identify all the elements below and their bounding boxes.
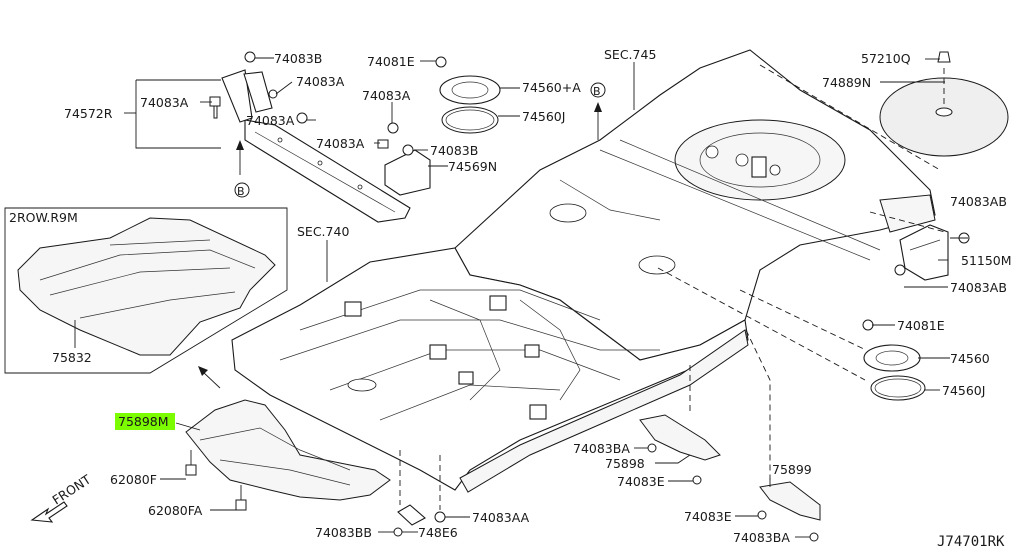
label-74083BA-2[interactable]: 74083BA xyxy=(733,530,790,545)
diagram-code: J74701RK xyxy=(937,534,1005,550)
label-75898M[interactable]: 75898M xyxy=(118,414,169,429)
front-label: FRONT xyxy=(49,471,93,507)
label-74081E-1[interactable]: 74081E xyxy=(367,54,415,69)
label-74572R[interactable]: 74572R xyxy=(64,106,113,121)
label-74083AB-2[interactable]: 74083AB xyxy=(950,280,1007,295)
front-under-cover xyxy=(185,366,391,511)
label-74569N[interactable]: 74569N xyxy=(448,159,497,174)
front-direction-indicator: FRONT xyxy=(30,471,94,523)
label-74083B[interactable]: 74083B xyxy=(274,51,322,66)
label-57210Q[interactable]: 57210Q xyxy=(861,51,911,66)
label-74083B-2[interactable]: 74083B xyxy=(430,143,478,158)
label-74083A-1[interactable]: 74083A xyxy=(296,74,345,89)
label-74083BB[interactable]: 74083BB xyxy=(315,525,372,540)
section-references: SEC.745 SEC.740 xyxy=(297,47,656,282)
highlight-75898M xyxy=(115,413,175,430)
label-74083AB-1[interactable]: 74083AB xyxy=(950,194,1007,209)
label-62080FA[interactable]: 62080FA xyxy=(148,503,203,518)
label-748E6[interactable]: 748E6 xyxy=(418,525,458,540)
bottom-fasteners xyxy=(393,450,446,537)
label-75899[interactable]: 75899 xyxy=(772,462,812,477)
leader-lines xyxy=(74,57,968,538)
label-74083E-2[interactable]: 74083E xyxy=(684,509,732,524)
label-74081E-2[interactable]: 74081E xyxy=(897,318,945,333)
jack-bracket-front xyxy=(296,56,501,196)
label-74889N[interactable]: 74889N xyxy=(822,75,871,90)
label-75898[interactable]: 75898 xyxy=(605,456,645,471)
callout-b-top: B xyxy=(593,85,601,98)
rear-cross-beam xyxy=(209,51,411,223)
b-reference-arrows: B B xyxy=(234,82,606,198)
label-74083AA[interactable]: 74083AA xyxy=(472,510,530,525)
rear-jack-bracket xyxy=(869,211,970,281)
label-74083E-1[interactable]: 74083E xyxy=(617,474,665,489)
front-arrow-icon xyxy=(30,501,68,523)
label-74083A-4[interactable]: 74083A xyxy=(246,113,295,128)
side-sill xyxy=(459,329,749,493)
label-74083A-5[interactable]: 74083A xyxy=(316,136,365,151)
label-74560A[interactable]: 74560+A xyxy=(522,80,581,95)
sec-740-label: SEC.740 xyxy=(297,224,349,239)
side-covers xyxy=(639,329,821,542)
label-51150M[interactable]: 51150M xyxy=(961,253,1012,268)
label-74560J-2[interactable]: 74560J xyxy=(942,383,985,398)
part-labels: 74083B 74083A 74572R 74083A 74081E 74083… xyxy=(52,51,1012,545)
sec-745-label: SEC.745 xyxy=(604,47,656,62)
label-74083A-3[interactable]: 74083A xyxy=(362,88,411,103)
floor-pan-assembly xyxy=(231,49,936,493)
label-74083BA-1[interactable]: 74083BA xyxy=(573,441,630,456)
label-74560[interactable]: 74560 xyxy=(950,351,990,366)
rear-floor-plug xyxy=(657,267,926,401)
inset-2row-r9m: 2ROW.R9M xyxy=(4,207,288,374)
label-74560J-1[interactable]: 74560J xyxy=(522,109,565,124)
label-75832[interactable]: 75832 xyxy=(52,350,92,365)
inset-title: 2ROW.R9M xyxy=(9,210,78,225)
label-74083A-2[interactable]: 74083A xyxy=(140,95,189,110)
label-62080F[interactable]: 62080F xyxy=(110,472,157,487)
callout-b-bottom: B xyxy=(237,185,245,198)
group-bracket-74572R xyxy=(135,80,221,149)
spare-tire-cover xyxy=(759,51,1009,171)
